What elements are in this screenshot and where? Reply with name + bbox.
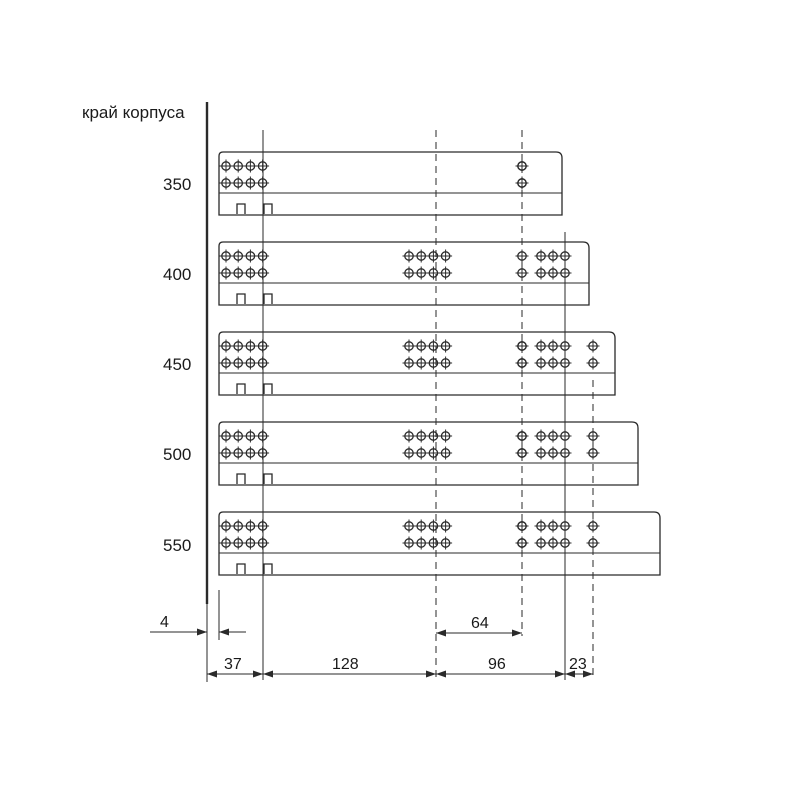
rail-hook [263, 293, 273, 304]
rail-length-label-550: 550 [163, 536, 191, 555]
rail-550 [218, 511, 661, 576]
rail-length-label-450: 450 [163, 355, 191, 374]
rail-450 [218, 331, 616, 396]
rail-body [218, 421, 639, 486]
rail-hook [263, 563, 273, 574]
rail-length-label-400: 400 [163, 265, 191, 284]
rail-hook [236, 563, 246, 574]
rail-500 [218, 421, 639, 486]
hole-axes-group [262, 130, 594, 680]
dimension-128-value: 128 [332, 656, 359, 673]
rail-hook [236, 203, 246, 214]
dimension-chain: 37 128 96 23 [206, 604, 593, 682]
rail-body [218, 151, 563, 216]
rail-400 [218, 241, 590, 306]
rail-350 [218, 151, 563, 216]
dimension-37-value: 37 [224, 656, 242, 673]
dimension-offset-value: 4 [160, 614, 169, 631]
rail-body [218, 511, 661, 576]
rail-length-label-500: 500 [163, 445, 191, 464]
dimension-96-value: 96 [488, 656, 506, 673]
rail-hook [236, 473, 246, 484]
cabinet-edge-label: край корпуса [82, 103, 185, 122]
rails-group [218, 151, 661, 576]
rail-hook [263, 473, 273, 484]
rail-hook [236, 383, 246, 394]
rail-hook [236, 293, 246, 304]
rail-body [218, 241, 590, 306]
rail-hook [263, 383, 273, 394]
rail-length-label-350: 350 [163, 175, 191, 194]
rail-body [218, 331, 616, 396]
rail-hook [263, 203, 273, 214]
dimension-64-value: 64 [471, 615, 489, 632]
dimension-offset: 4 [150, 590, 246, 640]
dimension-64: 64 [436, 615, 522, 637]
dimension-23-value: 23 [569, 656, 587, 673]
